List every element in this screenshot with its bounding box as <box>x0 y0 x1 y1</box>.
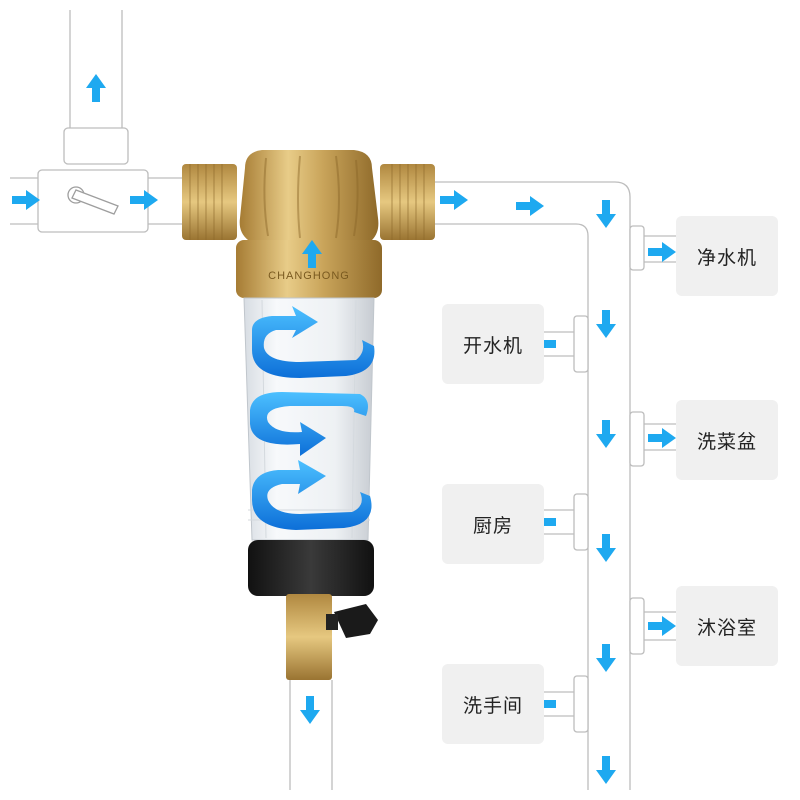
outlet-pipe <box>432 181 631 790</box>
flow-arrow-icon <box>648 428 676 448</box>
flow-arrow-icon <box>596 310 616 338</box>
drain-pipe <box>289 680 333 790</box>
swirl-arrow-mid <box>250 392 368 456</box>
branch-left-1 <box>544 331 576 357</box>
brass-drain <box>286 594 332 680</box>
flow-arrow-icon <box>596 644 616 672</box>
outlet-shower-room: 沐浴室 <box>676 586 778 666</box>
outlet-water-boiler: 开水机 <box>442 304 544 384</box>
outlet-vegetable-sink: 洗菜盆 <box>676 400 778 480</box>
swirl-arrow-bottom <box>252 460 372 530</box>
pre-filter-icon: CHANGHONG <box>182 150 435 680</box>
brand-logo: CHANGHONG <box>268 270 350 282</box>
ball-valve-icon <box>67 186 119 215</box>
flow-arrow-icon <box>648 242 676 262</box>
flow-arrow-icon <box>12 190 40 210</box>
flow-arrow-icon <box>440 190 468 210</box>
brass-collar <box>236 240 382 298</box>
riser-coupling <box>63 127 129 165</box>
brass-head <box>239 150 379 240</box>
flow-arrow-icon <box>596 420 616 448</box>
outlet-purifier: 净水机 <box>676 216 778 296</box>
drain-valve-handle <box>334 604 378 638</box>
flow-arrow-icon <box>596 534 616 562</box>
flow-arrow-icon <box>648 616 676 636</box>
top-riser-pipe <box>69 10 123 130</box>
flow-arrow-icon <box>596 756 616 784</box>
outlet-washroom: 洗手间 <box>442 664 544 744</box>
black-cap <box>248 540 374 596</box>
swirl-arrow-top <box>252 306 375 378</box>
branch-right-2 <box>642 423 676 451</box>
inlet-thread <box>182 164 237 240</box>
flow-arrow-icon <box>516 196 544 216</box>
outlet-kitchen: 厨房 <box>442 484 544 564</box>
branch-left-3 <box>544 691 576 717</box>
flow-arrow-icon <box>300 696 320 724</box>
inlet-pipe <box>10 177 182 225</box>
flow-arrow-icon <box>596 200 616 228</box>
swirl-arrows <box>250 306 375 530</box>
branch-right-3 <box>642 611 676 641</box>
branch-left-2 <box>544 509 576 535</box>
flow-arrow-icon <box>86 74 106 102</box>
